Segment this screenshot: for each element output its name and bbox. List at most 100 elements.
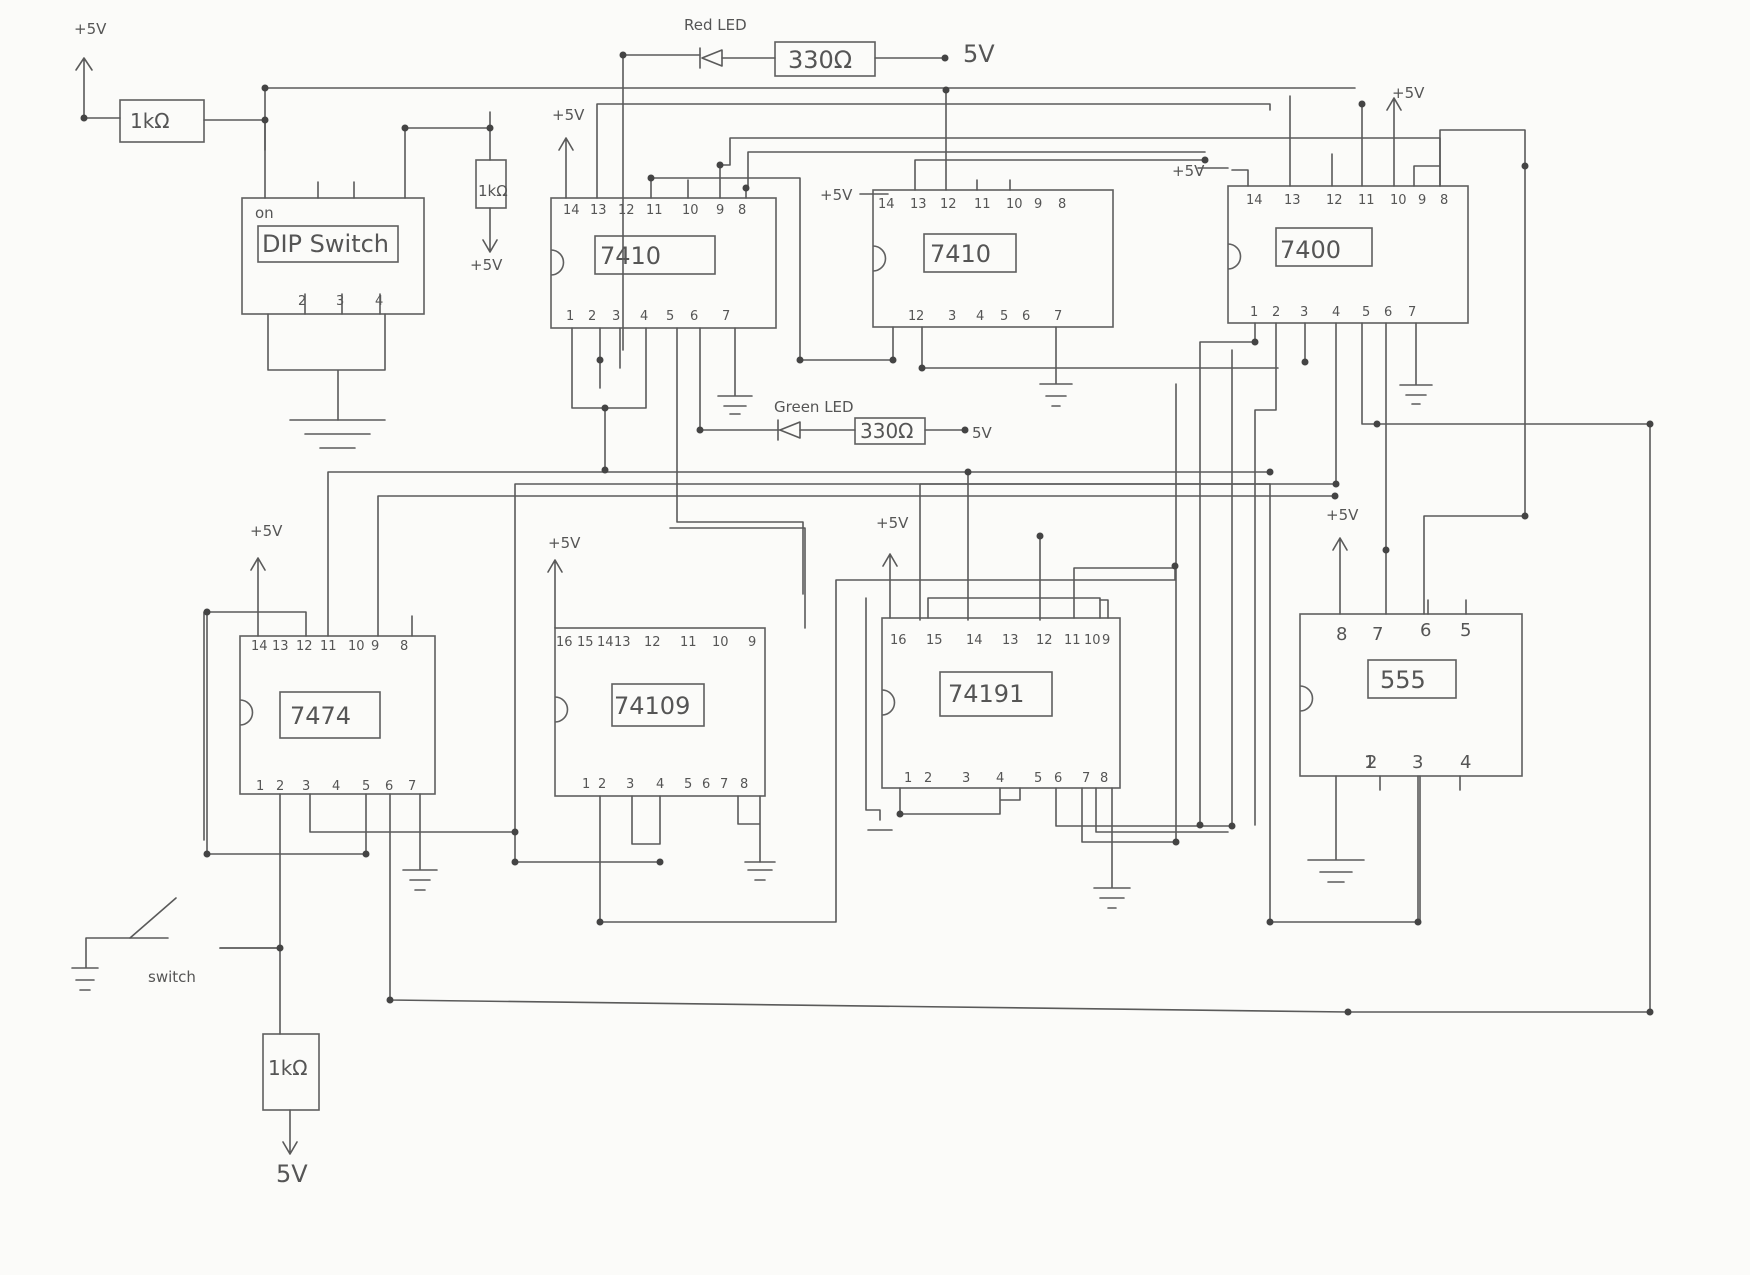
pin: 14 <box>563 203 580 218</box>
chip-label: 74109 <box>614 692 690 720</box>
pin: 9 <box>371 639 379 654</box>
junction-dot <box>1266 468 1274 476</box>
chip-74109: 74109 16 15 14 13 12 11 10 9 1 2 3 4 5 6… <box>554 627 766 797</box>
pin: 9 <box>716 203 724 218</box>
pin: 13 <box>1002 633 1019 648</box>
pin: 4 <box>640 309 648 324</box>
pin: 15 <box>926 633 943 648</box>
junction-dot <box>1171 562 1179 570</box>
resistor-330-red: 330Ω <box>774 41 876 77</box>
resistor-1k-bottom: 1kΩ <box>262 1033 320 1111</box>
junction-dot <box>896 810 904 818</box>
switch-label: switch <box>148 968 196 986</box>
pin: 7 <box>720 777 728 792</box>
pin: 4 <box>976 309 984 324</box>
power-label: +5V <box>74 20 107 38</box>
junction-dot <box>386 996 394 1004</box>
pin: 12 <box>1036 633 1053 648</box>
pin: 4 <box>332 779 340 794</box>
chip-74191: 74191 16 15 14 13 12 11 10 9 1 2 3 4 5 6… <box>881 617 1121 789</box>
pin: 13 <box>590 203 607 218</box>
red-led-label: Red LED <box>684 16 747 34</box>
pin: 3 <box>612 309 620 324</box>
junction-dot <box>1344 1008 1352 1016</box>
pin: 4 <box>1332 305 1340 320</box>
junction-dot <box>1382 546 1390 554</box>
pin: 1 <box>582 777 590 792</box>
pin: 6 <box>690 309 698 324</box>
power-label: +5V <box>1172 162 1205 180</box>
junction-dot <box>1331 492 1339 500</box>
pin: 12 <box>618 203 635 218</box>
pin: 3 <box>962 771 970 786</box>
power-label: +5V <box>250 522 283 540</box>
pin: 13 <box>1284 193 1301 208</box>
pin: 4 <box>996 771 1004 786</box>
junction-dot <box>941 54 949 62</box>
junction-dot <box>1646 420 1654 428</box>
pin: 2 <box>916 309 924 324</box>
chip-label: 74191 <box>948 680 1024 708</box>
pin: 11 <box>1358 193 1375 208</box>
pin: 7 <box>1082 771 1090 786</box>
red-led-icon <box>699 47 723 69</box>
pin: 5 <box>1000 309 1008 324</box>
pin: 15 <box>577 635 594 650</box>
pin: 14 <box>251 639 268 654</box>
pin: 16 <box>556 635 573 650</box>
pin: 2 <box>588 309 596 324</box>
power-label: 5V <box>963 40 995 68</box>
pin: 13 <box>614 635 631 650</box>
pin: 13 <box>910 197 927 212</box>
chip-7474: 7474 14 13 12 11 10 9 8 1 2 3 4 5 6 7 <box>239 635 436 795</box>
pin: 2 <box>1272 305 1280 320</box>
pin: 8 <box>1440 193 1448 208</box>
pin: 1 <box>908 309 916 324</box>
pin: 2 <box>598 777 606 792</box>
junction-dot <box>601 404 609 412</box>
resistor-label: 1kΩ <box>130 109 170 133</box>
junction-dot <box>647 174 655 182</box>
junction-dot <box>1036 532 1044 540</box>
junction-dot <box>1358 100 1366 108</box>
pin: 12 <box>1326 193 1343 208</box>
pin: 13 <box>272 639 289 654</box>
pin: 11 <box>974 197 991 212</box>
junction-dot <box>964 468 972 476</box>
junction-dot <box>80 114 88 122</box>
pin: 9 <box>1102 633 1110 648</box>
pin: 8 <box>1100 771 1108 786</box>
junction-dot <box>203 608 211 616</box>
pin: 1 <box>1250 305 1258 320</box>
pin: 3 <box>626 777 634 792</box>
chip-label: 7410 <box>600 242 661 270</box>
junction-dot <box>1251 338 1259 346</box>
resistor-330-green: 330Ω <box>854 417 926 445</box>
pin: 6 <box>702 777 710 792</box>
junction-dot <box>1373 420 1381 428</box>
pin: 3 <box>302 779 310 794</box>
pin: 2 <box>924 771 932 786</box>
pin: 1 <box>904 771 912 786</box>
pin: 5 <box>1460 620 1471 641</box>
pin: 12 <box>296 639 313 654</box>
pin: 9 <box>1418 193 1426 208</box>
dip-switch-label: DIP Switch <box>262 230 389 258</box>
pin: 6 <box>1420 620 1431 641</box>
junction-dot <box>1228 822 1236 830</box>
junction-dot <box>716 161 724 169</box>
junction-dot <box>401 124 409 132</box>
pin: 10 <box>712 635 729 650</box>
power-label: 5V <box>972 424 993 442</box>
junction-dot <box>596 918 604 926</box>
pin: 1 <box>256 779 264 794</box>
pin: 7 <box>1372 624 1383 645</box>
chip-7410-a: 7410 14 13 12 11 10 9 8 1 2 3 4 5 6 7 <box>550 197 777 329</box>
pin: 8 <box>1058 197 1066 212</box>
pin: 10 <box>348 639 365 654</box>
pin: 12 <box>644 635 661 650</box>
junction-dot <box>656 858 664 866</box>
pin: 10 <box>1084 633 1101 648</box>
junction-dot <box>486 124 494 132</box>
